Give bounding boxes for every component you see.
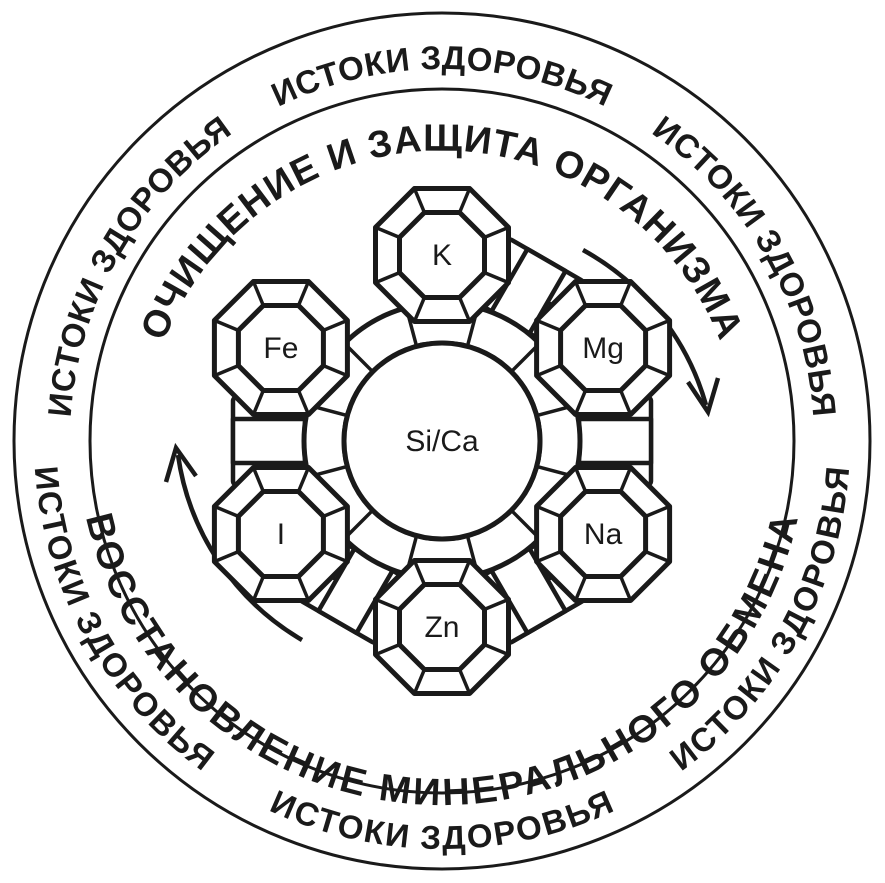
node-bottom: Zn [373, 558, 511, 696]
outer-ring-text-top-center: ИСТОКИ ЗДОРОВЬЯ [266, 39, 619, 113]
element-label-lower-left: I [277, 518, 285, 551]
element-label-bottom: Zn [424, 611, 459, 644]
inner-ring-circle [88, 87, 796, 795]
element-label-lower-right: Na [584, 518, 623, 551]
node-upper-left: Fe [211, 279, 350, 417]
node-lower-right: Na [534, 465, 673, 603]
center-element-label: Si/Ca [405, 425, 479, 458]
element-label-upper-right: Mg [582, 332, 624, 365]
outer-ring-circle [12, 11, 872, 871]
node-top: K [373, 186, 511, 324]
element-label-top: K [432, 239, 452, 272]
node-upper-right: Mg [534, 279, 673, 417]
element-label-upper-left: Fe [263, 332, 298, 365]
node-lower-left: I [211, 465, 350, 603]
